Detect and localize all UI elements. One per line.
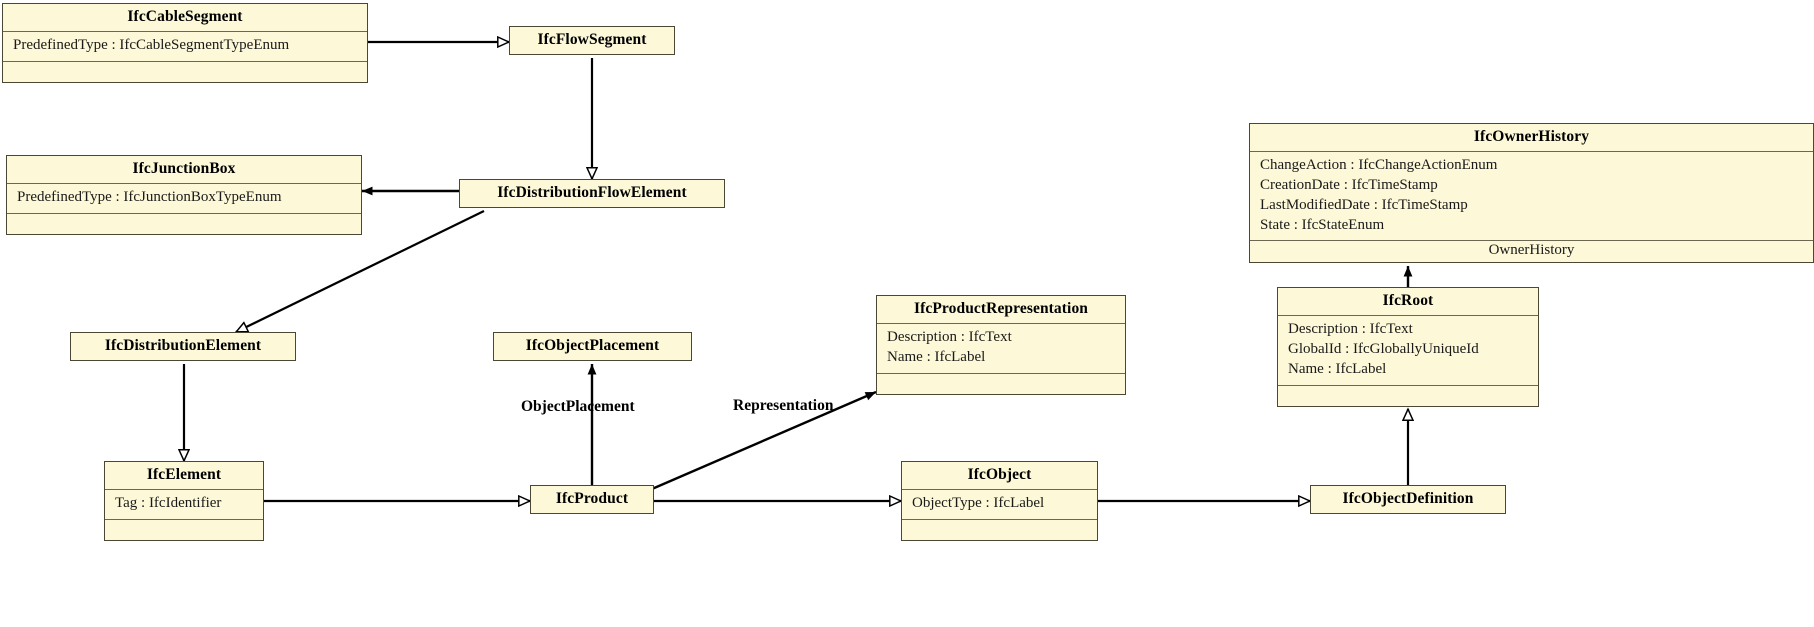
class-title: IfcProductRepresentation xyxy=(913,300,1089,317)
class-operations xyxy=(902,519,1097,540)
class-title: IfcDistributionElement xyxy=(104,337,262,354)
class-title: IfcDistributionFlowElement xyxy=(497,184,687,201)
class-IfcObjectPlacement[interactable]: IfcObjectPlacement xyxy=(493,332,692,362)
attribute-row: LastModifiedDate : IfcTimeStamp xyxy=(1260,196,1468,213)
attribute-row: CreationDate : IfcTimeStamp xyxy=(1260,177,1438,194)
class-IfcOwnerHistory[interactable]: IfcOwnerHistory ChangeAction : IfcChange… xyxy=(1249,123,1814,263)
attribute-row: State : IfcStateEnum xyxy=(1260,216,1385,233)
class-attributes: Description : IfcText Name : IfcLabel xyxy=(877,323,1125,373)
class-attributes: ObjectType : IfcLabel xyxy=(902,489,1097,519)
attribute-row: Name : IfcLabel xyxy=(1288,360,1387,377)
class-IfcFlowSegment[interactable]: IfcFlowSegment xyxy=(509,26,675,56)
class-IfcDistributionFlowElement[interactable]: IfcDistributionFlowElement xyxy=(459,179,725,209)
class-operations xyxy=(877,372,1125,394)
attribute-row: ChangeAction : IfcChangeActionEnum xyxy=(1260,157,1498,174)
edge-label-object-placement: ObjectPlacement xyxy=(521,398,635,415)
class-IfcElement[interactable]: IfcElement Tag : IfcIdentifier xyxy=(104,461,264,542)
class-attributes: Tag : IfcIdentifier xyxy=(105,489,263,519)
class-title: IfcObjectDefinition xyxy=(1342,490,1474,507)
attribute-row: PredefinedType : IfcCableSegmentTypeEnum xyxy=(13,37,290,54)
class-title: IfcProduct xyxy=(555,490,629,507)
class-operations xyxy=(105,519,263,540)
class-attributes: ChangeAction : IfcChangeActionEnum Creat… xyxy=(1250,151,1813,240)
class-title: IfcRoot xyxy=(1382,292,1434,309)
class-title: IfcCableSegment xyxy=(127,8,243,25)
class-operations xyxy=(7,213,361,234)
class-operations xyxy=(3,61,367,82)
class-attributes: PredefinedType : IfcCableSegmentTypeEnum xyxy=(3,31,367,61)
class-title: IfcFlowSegment xyxy=(537,31,647,48)
class-title: IfcJunctionBox xyxy=(132,160,236,177)
class-operations xyxy=(1278,384,1538,406)
class-IfcRoot[interactable]: IfcRoot Description : IfcText GlobalId :… xyxy=(1277,287,1539,407)
class-IfcObjectDefinition[interactable]: IfcObjectDefinition xyxy=(1310,485,1506,515)
class-IfcProduct[interactable]: IfcProduct xyxy=(530,485,654,515)
class-title: IfcOwnerHistory xyxy=(1473,128,1590,145)
class-IfcProductRepresentation[interactable]: IfcProductRepresentation Description : I… xyxy=(876,295,1126,395)
class-IfcObject[interactable]: IfcObject ObjectType : IfcLabel xyxy=(901,461,1098,542)
attribute-row: ObjectType : IfcLabel xyxy=(912,495,1045,512)
attribute-row: Name : IfcLabel xyxy=(887,349,986,366)
attribute-row: Tag : IfcIdentifier xyxy=(115,495,222,512)
attribute-row: PredefinedType : IfcJunctionBoxTypeEnum xyxy=(17,189,282,206)
class-IfcCableSegment[interactable]: IfcCableSegment PredefinedType : IfcCabl… xyxy=(2,3,368,84)
attribute-row: GlobalId : IfcGloballyUniqueId xyxy=(1288,341,1479,358)
class-title: IfcElement xyxy=(146,466,222,483)
class-attributes: Description : IfcText GlobalId : IfcGlob… xyxy=(1278,315,1538,384)
attribute-row: Description : IfcText xyxy=(887,329,1012,346)
attribute-row: Description : IfcText xyxy=(1288,321,1413,338)
class-IfcDistributionElement[interactable]: IfcDistributionElement xyxy=(70,332,296,362)
class-attributes: PredefinedType : IfcJunctionBoxTypeEnum xyxy=(7,183,361,213)
association-role-label: OwnerHistory xyxy=(1250,240,1813,261)
class-title: IfcObject xyxy=(967,466,1032,483)
class-title: IfcObjectPlacement xyxy=(525,337,660,354)
class-IfcJunctionBox[interactable]: IfcJunctionBox PredefinedType : IfcJunct… xyxy=(6,155,362,236)
edge-label-representation: Representation xyxy=(733,397,834,414)
